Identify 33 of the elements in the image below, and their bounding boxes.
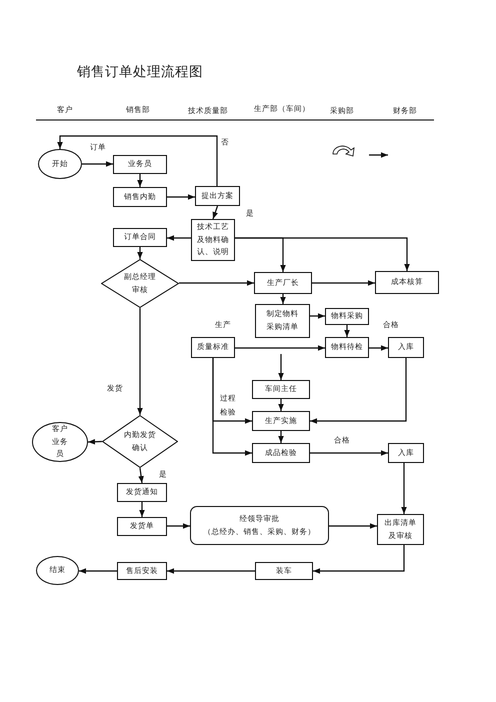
arrow xyxy=(167,568,255,574)
arrow xyxy=(401,463,407,514)
arrow xyxy=(138,468,144,484)
arrow xyxy=(167,235,191,241)
arrow xyxy=(344,325,350,337)
arrow xyxy=(179,280,254,286)
title: 销售订单处理流程图 xyxy=(77,63,203,81)
approval-box xyxy=(190,506,329,545)
arrow xyxy=(212,206,218,220)
arrow xyxy=(312,280,375,286)
arrow xyxy=(313,545,405,574)
arrow xyxy=(139,502,145,517)
arrow xyxy=(310,450,388,456)
arrow xyxy=(310,358,407,424)
arrow xyxy=(137,247,143,259)
arrow xyxy=(167,194,195,200)
arrow xyxy=(329,523,377,529)
arrow xyxy=(280,294,286,304)
arrow xyxy=(137,308,143,415)
arrow xyxy=(235,345,325,351)
arrow xyxy=(310,313,325,319)
arrow xyxy=(369,345,388,351)
arrow xyxy=(278,354,284,380)
arrow xyxy=(278,431,284,443)
arrow xyxy=(88,438,102,445)
arrow xyxy=(137,174,143,187)
arrow xyxy=(82,161,113,167)
arrow xyxy=(212,358,252,456)
arrow xyxy=(79,568,117,574)
arrow xyxy=(278,399,284,411)
arrow xyxy=(57,135,218,186)
arrow xyxy=(235,237,410,271)
arrow xyxy=(167,523,190,529)
